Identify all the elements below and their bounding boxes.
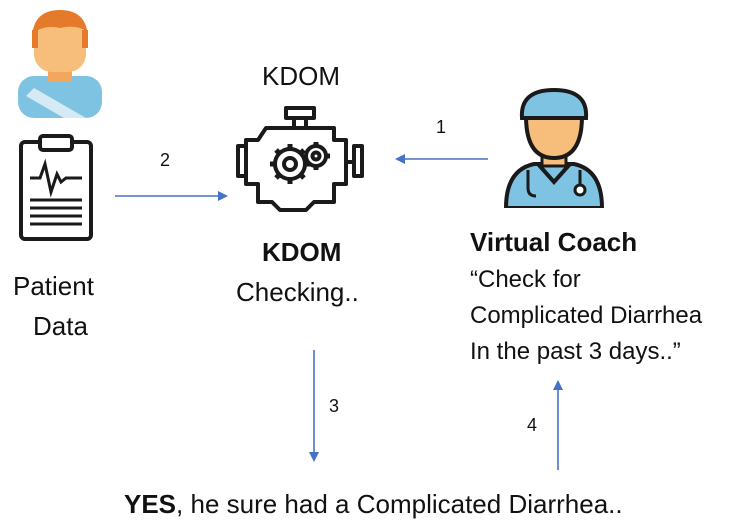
patient-label-line2: Data <box>33 311 88 341</box>
answer-bold: YES <box>124 489 177 519</box>
arrow-2-label: 2 <box>160 150 171 170</box>
coach-quote-line1: “Check for <box>470 266 581 293</box>
doctor-icon <box>503 87 605 208</box>
patient-avatar-icon <box>18 10 102 118</box>
engine-gears-icon <box>236 106 364 212</box>
kdom-title: KDOM <box>262 237 342 267</box>
coach-title: Virtual Coach <box>470 227 638 257</box>
patient-label-line1: Patient <box>13 271 94 301</box>
kdom-top-label: KDOM <box>262 61 340 91</box>
answer-line: YES, he sure had a Complicated Diarrhea.… <box>124 488 623 520</box>
arrow-1-label: 1 <box>436 117 447 137</box>
kdom-status: Checking.. <box>236 277 359 307</box>
arrow-4-label: 4 <box>527 415 538 435</box>
clipboard-icon <box>19 134 93 241</box>
arrow-3-label: 3 <box>329 396 340 416</box>
coach-quote-line3: In the past 3 days..” <box>470 338 681 365</box>
answer-rest: , he sure had a Complicated Diarrhea.. <box>176 489 623 519</box>
coach-quote-line2: Complicated Diarrhea <box>470 302 703 329</box>
